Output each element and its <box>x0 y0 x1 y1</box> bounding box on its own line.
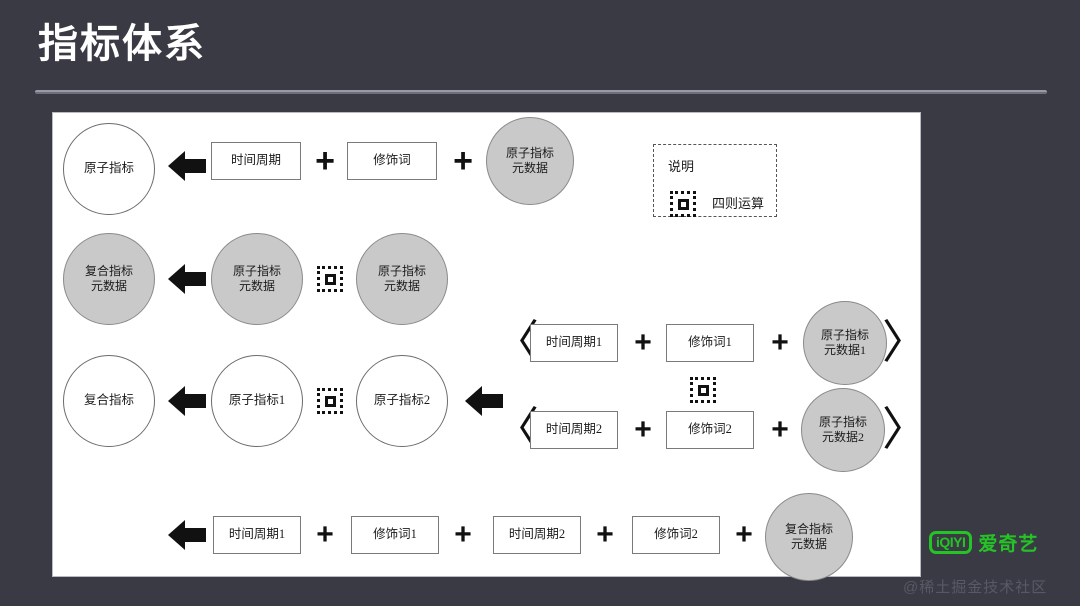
row1-arrow-icon <box>166 147 208 185</box>
row3-line1-bracket-close: 〉 <box>882 317 928 368</box>
row4-arrow-icon <box>166 516 208 554</box>
row1-plus-1: + <box>315 142 335 180</box>
row2-result-node[interactable]: 复合指标 元数据 <box>63 233 155 325</box>
row4-time-period-1-box[interactable]: 时间周期1 <box>213 516 301 554</box>
row3-line1-modifier-box[interactable]: 修饰词1 <box>666 324 754 362</box>
iqiyi-logo: iQIYI 爱奇艺 <box>929 529 1038 556</box>
row3-line2-bracket-open: 〈 <box>493 404 539 455</box>
community-watermark: @稀土掘金技术社区 <box>903 579 1048 596</box>
legend-box: 说明 四则运算 <box>653 144 777 217</box>
row3-atomic-1-node[interactable]: 原子指标1 <box>211 355 303 447</box>
title-divider <box>35 90 1047 94</box>
row3-line2-plus-2: + <box>771 413 789 446</box>
row4-plus-1: + <box>316 518 334 551</box>
row2-arrow-icon <box>166 260 208 298</box>
legend-operation-label: 四则运算 <box>712 196 765 211</box>
row3-atomic-2-node[interactable]: 原子指标2 <box>356 355 448 447</box>
row1-plus-2: + <box>453 142 473 180</box>
row2-operand-a-node[interactable]: 原子指标 元数据 <box>211 233 303 325</box>
row3-line1-bracket-open: 〈 <box>493 317 539 368</box>
row3-expression-operations-icon <box>690 377 716 403</box>
row3-line2-modifier-box[interactable]: 修饰词2 <box>666 411 754 449</box>
row3-line1-plus-2: + <box>771 326 789 359</box>
row3-arrow-icon-2 <box>463 382 505 420</box>
row4-plus-3: + <box>596 518 614 551</box>
row3-arrow-icon-1 <box>166 382 208 420</box>
row4-modifier-2-box[interactable]: 修饰词2 <box>632 516 720 554</box>
row3-line1-time-period-box[interactable]: 时间周期1 <box>530 324 618 362</box>
iqiyi-wordmark: iQIYI <box>929 531 973 554</box>
row3-line1-plus-1: + <box>634 326 652 359</box>
row3-line2-time-period-box[interactable]: 时间周期2 <box>530 411 618 449</box>
row4-plus-4: + <box>735 518 753 551</box>
row1-modifier-box[interactable]: 修饰词 <box>347 142 437 180</box>
row3-line1-atomic-metadata-node[interactable]: 原子指标 元数据1 <box>803 301 887 385</box>
row4-modifier-1-box[interactable]: 修饰词1 <box>351 516 439 554</box>
row3-result-node[interactable]: 复合指标 <box>63 355 155 447</box>
row1-time-period-box[interactable]: 时间周期 <box>211 142 301 180</box>
row3-four-arithmetic-operations-icon <box>317 388 343 414</box>
row4-composite-metadata-node[interactable]: 复合指标 元数据 <box>765 493 853 581</box>
diagram-canvas: 原子指标 时间周期 + 修饰词 + 原子指标 元数据 说明 四则运算 复合指标 … <box>53 113 928 581</box>
row4-plus-2: + <box>454 518 472 551</box>
four-arithmetic-operations-icon <box>670 191 696 217</box>
row3-line2-atomic-metadata-node[interactable]: 原子指标 元数据2 <box>801 388 885 472</box>
row1-atomic-metadata-node[interactable]: 原子指标 元数据 <box>486 117 574 205</box>
row3-line2-plus-1: + <box>634 413 652 446</box>
row2-four-arithmetic-operations-icon <box>317 266 343 292</box>
row4-time-period-2-box[interactable]: 时间周期2 <box>493 516 581 554</box>
iqiyi-chinese-name: 爱奇艺 <box>978 534 1039 555</box>
legend-title: 说明 <box>668 159 695 174</box>
page-title: 指标体系 <box>38 22 206 66</box>
row1-result-node[interactable]: 原子指标 <box>63 123 155 215</box>
row2-operand-b-node[interactable]: 原子指标 元数据 <box>356 233 448 325</box>
row3-line2-bracket-close: 〉 <box>882 404 928 455</box>
